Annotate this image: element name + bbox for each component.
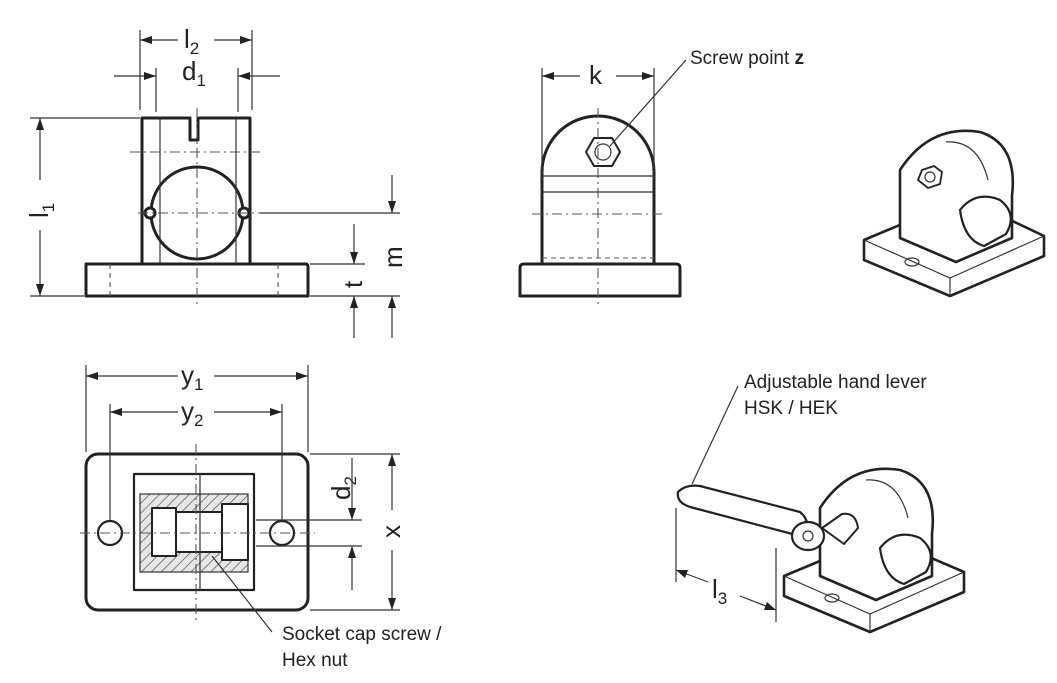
dim-d2: d2	[326, 476, 360, 500]
front-view: l2 d1 l1 m t	[24, 24, 408, 338]
dim-d1: d1	[182, 56, 206, 90]
callout-socket-screw-line1: Socket cap screw /	[282, 624, 442, 645]
isometric-view	[862, 129, 1046, 298]
dim-t: t	[338, 280, 368, 288]
dim-y1: y1	[181, 360, 203, 394]
side-view: k Screw point z	[518, 48, 804, 305]
top-view: y1 y2 x d2 Socket cap screw / Hex nut	[80, 360, 442, 671]
callout-socket-screw-line2: Hex nut	[282, 650, 348, 671]
dim-x: x	[376, 525, 406, 538]
dim-k: k	[589, 60, 603, 90]
callout-hand-lever-line1: Adjustable hand lever	[744, 372, 927, 393]
callout-hand-lever-line2: HSK / HEK	[744, 398, 838, 419]
callout-screw-point: Screw point z	[690, 48, 804, 69]
dim-y2: y2	[181, 396, 203, 430]
dim-l3: l3	[712, 574, 727, 608]
isometric-lever-view: l3 Adjustable hand lever HSK / HEK	[675, 372, 966, 634]
dim-m: m	[378, 246, 408, 268]
dim-l1: l1	[24, 203, 58, 218]
dim-l2: l2	[184, 24, 199, 58]
